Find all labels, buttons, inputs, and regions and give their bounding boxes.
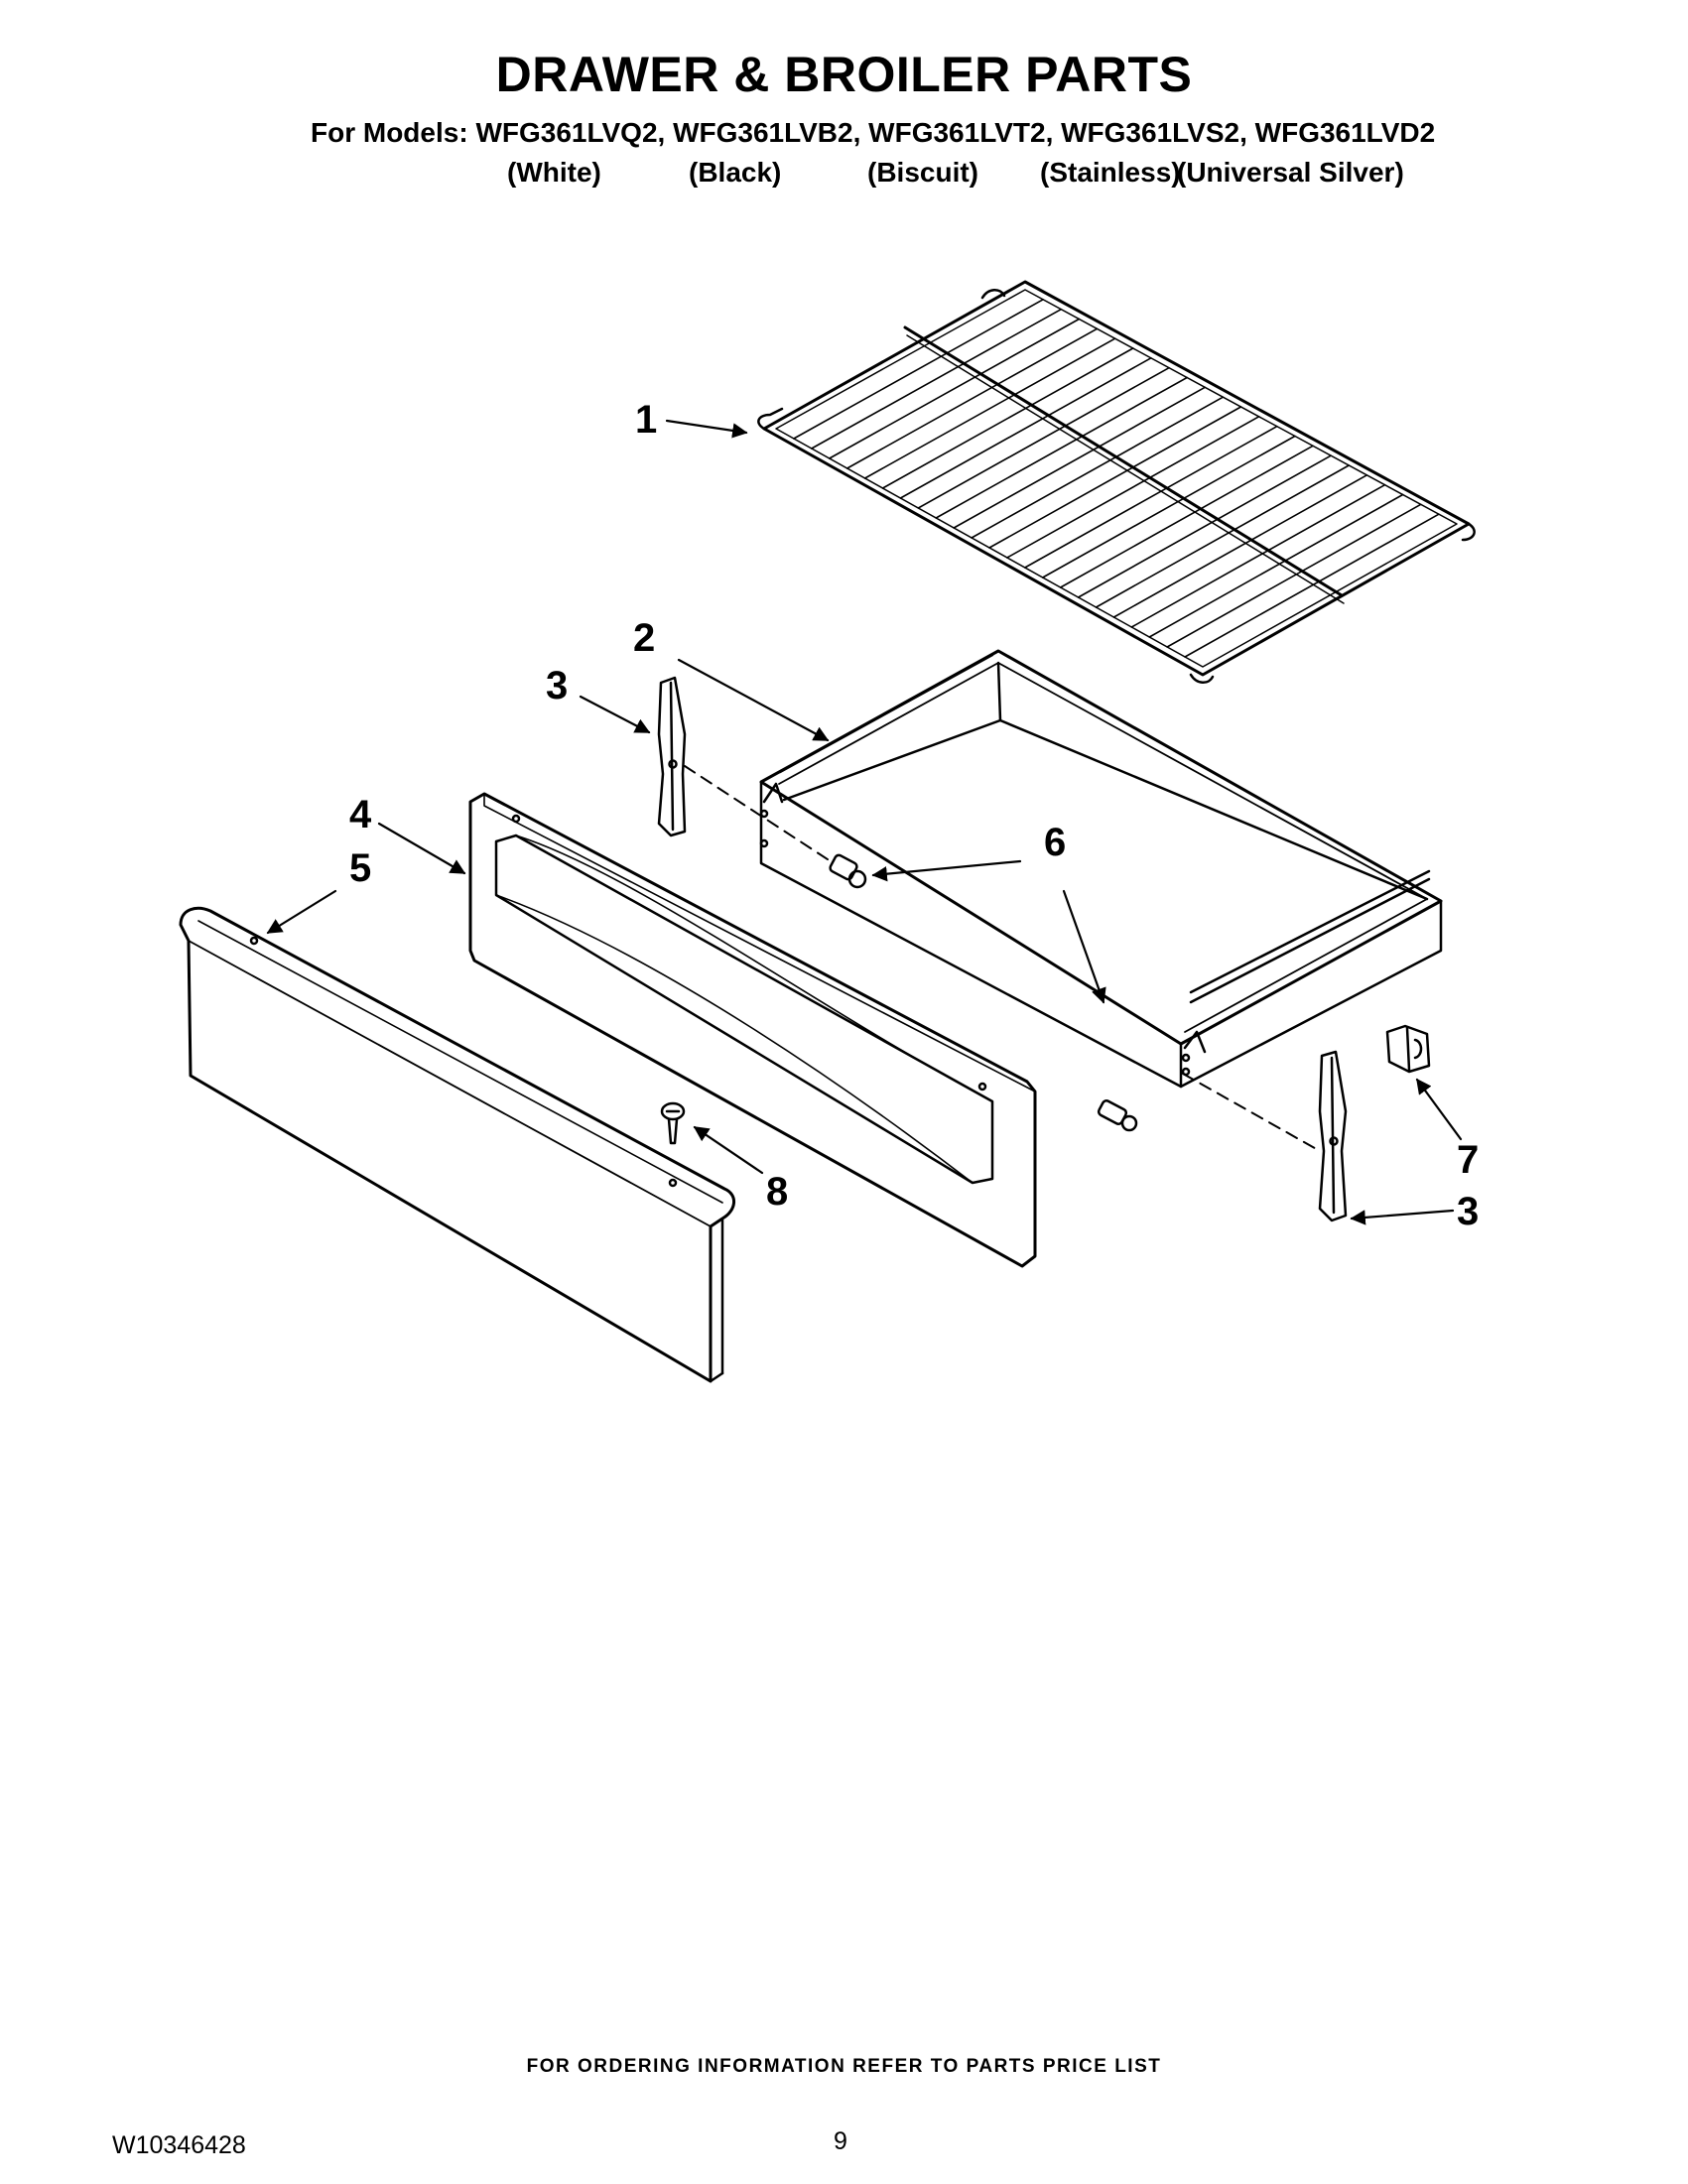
- rack-wire: [1024, 425, 1278, 569]
- screw-lower: [1097, 1098, 1138, 1132]
- rack-wire: [1130, 483, 1386, 628]
- drawer-slide-right: [1318, 1050, 1348, 1222]
- rack-wire: [793, 299, 1044, 440]
- clip: [1385, 1024, 1431, 1074]
- front-screw: [660, 1101, 686, 1145]
- alignment-line-right: [1182, 1073, 1321, 1152]
- leader-arrow-4: [377, 822, 466, 875]
- rack-wire: [881, 347, 1134, 489]
- finish-biscuit: (Biscuit): [867, 157, 978, 188]
- rack-wire: [1041, 435, 1296, 578]
- rack-wire: [1006, 416, 1260, 559]
- rack-wire: [899, 357, 1152, 499]
- rack-wire: [1095, 464, 1351, 608]
- screw-upper: [829, 853, 867, 889]
- models-line: For Models: WFG361LVQ2, WFG361LVB2, WFG3…: [311, 117, 1436, 148]
- rack-wire: [1077, 454, 1332, 598]
- ordering-note: FOR ORDERING INFORMATION REFER TO PARTS …: [526, 2056, 1162, 2077]
- callout-8: 8: [766, 1170, 788, 1214]
- finish-white: (White): [507, 157, 601, 188]
- finish-black: (Black): [689, 157, 782, 188]
- drawer-slide-left: [657, 676, 687, 837]
- rack-wire: [828, 318, 1081, 459]
- rack-wire: [1166, 503, 1422, 648]
- leader-arrow-3-left: [579, 695, 651, 734]
- rack-wire: [845, 327, 1099, 469]
- leader-arrow-7: [1415, 1078, 1463, 1141]
- document-number: W10346428: [112, 2131, 246, 2159]
- callout-4: 4: [349, 793, 372, 836]
- callout-1: 1: [635, 398, 657, 442]
- callout-3-left: 3: [546, 664, 568, 707]
- leader-arrow-6-upper: [871, 859, 1022, 882]
- rack-wire: [1059, 445, 1314, 588]
- leader-arrow-3-right: [1350, 1209, 1455, 1225]
- leader-arrow-5: [266, 889, 337, 935]
- rack-wire: [1112, 474, 1368, 618]
- rack-wire: [988, 406, 1242, 549]
- callout-6: 6: [1044, 821, 1066, 864]
- leader-arrow-6-lower: [1062, 889, 1106, 1004]
- rack-wire: [935, 376, 1188, 519]
- rack-wire: [917, 366, 1170, 509]
- leader-arrow-1: [665, 419, 748, 439]
- page-title: DRAWER & BROILER PARTS: [495, 47, 1193, 102]
- rack-wire: [971, 396, 1225, 539]
- leader-arrow-8: [693, 1125, 764, 1175]
- rack-wire: [1184, 513, 1440, 658]
- drawer-inner-panel: [468, 792, 1037, 1268]
- finish-universal-silver: (Universal Silver): [1177, 157, 1404, 188]
- broiler-rack: [757, 280, 1476, 684]
- callout-5: 5: [349, 846, 371, 890]
- leader-arrow-2: [677, 658, 830, 742]
- callout-7: 7: [1457, 1138, 1479, 1182]
- drawer-pan: [759, 649, 1443, 1089]
- drawer-front-panel: [179, 906, 735, 1383]
- page-number: 9: [834, 2127, 847, 2155]
- finish-stainless: (Stainless): [1040, 157, 1181, 188]
- callout-2: 2: [633, 616, 655, 660]
- callout-3-right: 3: [1457, 1190, 1479, 1233]
- rack-wire: [863, 337, 1116, 479]
- rack-wire: [811, 308, 1063, 450]
- alignment-line-left: [684, 765, 835, 864]
- rack-wire: [1148, 493, 1404, 638]
- rack-wire: [953, 386, 1207, 529]
